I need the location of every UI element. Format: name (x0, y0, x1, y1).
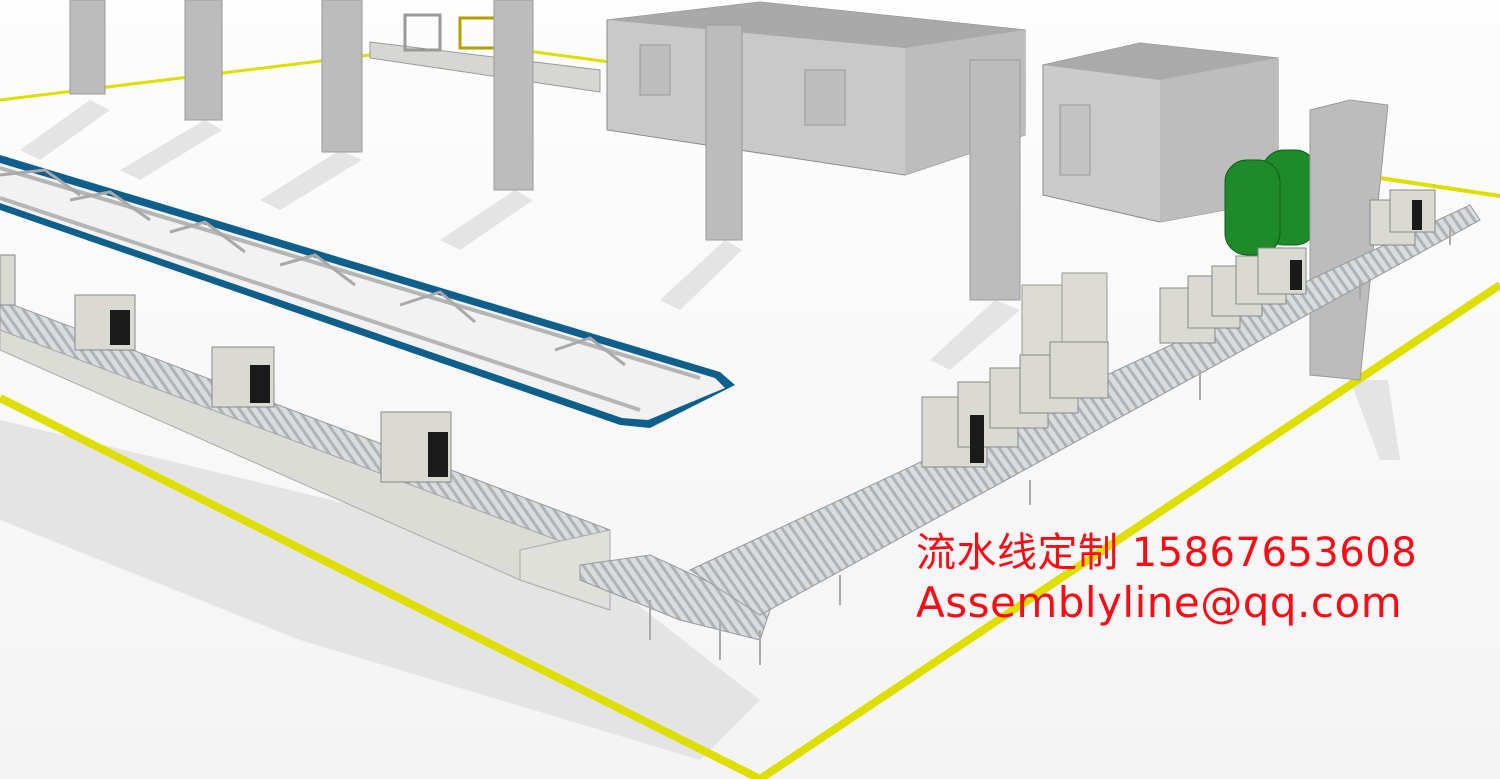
green-tanks (1224, 149, 1318, 256)
ac-units (0, 189, 1436, 483)
left-conveyor (0, 299, 611, 611)
contact-title-phone: 流水线定制 15867653608 (916, 530, 1418, 576)
roller-conveyor (579, 204, 1481, 665)
contact-email: Assemblyline@qq.com (916, 578, 1403, 627)
overhead-loop-conveyor (0, 155, 735, 428)
pillars (69, 0, 1389, 381)
